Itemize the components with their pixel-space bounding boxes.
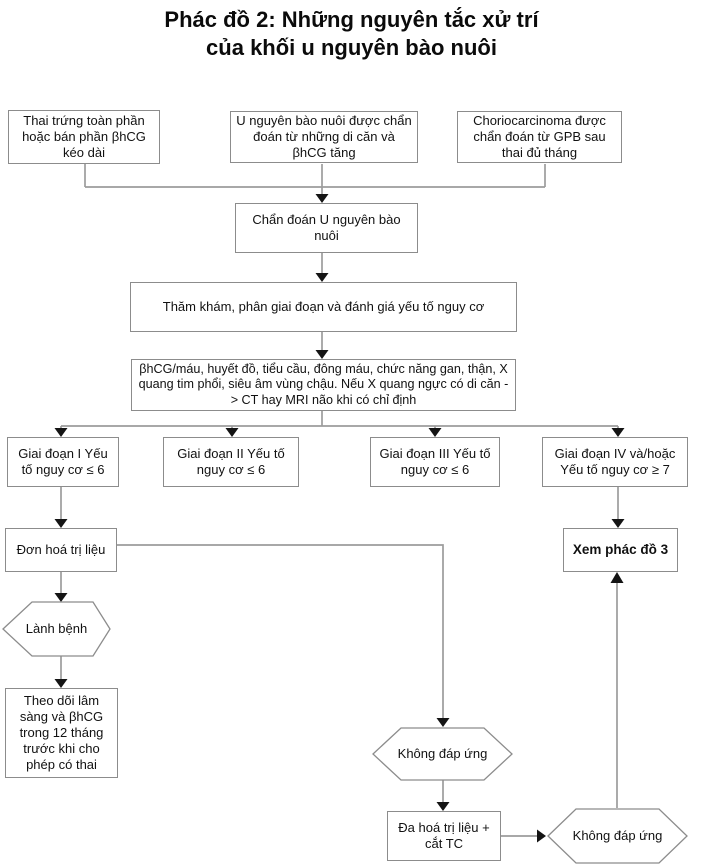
node-no-response-2-hexagon: Không đáp ứng — [547, 808, 688, 864]
node-no-response-2-label: Không đáp ứng — [572, 827, 663, 843]
arrowhead-diagnosis — [315, 194, 329, 203]
node-poly-chemotherapy-hysterectomy: Đa hoá trị liệu + cắt TC — [387, 811, 501, 861]
node-stage-1: Giai đoạn I Yếu tố nguy cơ ≤ 6 — [7, 437, 119, 487]
node-staging-risk-assessment: Thăm khám, phân giai đoạn và đánh giá yế… — [130, 282, 517, 332]
node-stage-3: Giai đoạn III Yếu tố nguy cơ ≤ 6 — [370, 437, 500, 487]
arrowhead-cured — [54, 593, 68, 602]
hexagon-shape — [2, 601, 111, 657]
node-stage-4: Giai đoạn IV và/hoặc Yếu tố nguy cơ ≥ 7 — [542, 437, 688, 487]
arrowhead-staging — [315, 273, 329, 282]
arrowhead-noresponse1 — [436, 718, 450, 727]
arrowhead-protocol3-top — [611, 519, 625, 528]
arrowhead-stage2 — [225, 428, 239, 437]
node-followup-monitoring: Theo dõi lâm sàng và βhCG trong 12 tháng… — [5, 688, 118, 778]
hexagon-shape — [372, 727, 513, 781]
node-no-response-1-hexagon: Không đáp ứng — [372, 727, 513, 781]
connector-mono-noresponse — [117, 544, 444, 719]
node-see-protocol-3: Xem phác đồ 3 — [563, 528, 678, 572]
arrowhead-stage3 — [428, 428, 442, 437]
node-cured-hexagon: Lành bệnh — [2, 601, 111, 657]
arrowhead-noresponse2 — [537, 829, 546, 843]
arrowhead-stage1 — [54, 428, 68, 437]
arrowhead-poly — [436, 802, 450, 811]
node-source-choriocarcinoma: Choriocarcinoma được chẩn đoán từ GPB sa… — [457, 111, 622, 163]
hexagon-shape — [547, 808, 688, 864]
node-no-response-1-label: Không đáp ứng — [397, 745, 488, 761]
node-diagnosis: Chẩn đoán U nguyên bào nuôi — [235, 203, 418, 253]
arrowhead-stage4 — [611, 428, 625, 437]
node-source-metastasis: U nguyên bào nuôi được chẩn đoán từ nhữn… — [230, 111, 418, 163]
arrowhead-workup — [315, 350, 329, 359]
node-cured-label: Lành bệnh — [25, 620, 88, 636]
node-workup-tests: βhCG/máu, huyết đồ, tiểu cầu, đông máu, … — [131, 359, 516, 411]
node-stage-2: Giai đoạn II Yếu tố nguy cơ ≤ 6 — [163, 437, 299, 487]
arrowhead-followup — [54, 679, 68, 688]
arrowhead-protocol3-bottom — [610, 572, 624, 583]
arrowhead-mono — [54, 519, 68, 528]
node-source-molar-pregnancy: Thai trứng toàn phần hoặc bán phần βhCG … — [8, 110, 160, 164]
flowchart-title: Phác đồ 2: Những nguyên tắc xử trí của k… — [164, 7, 539, 61]
node-mono-chemotherapy: Đơn hoá trị liệu — [5, 528, 117, 572]
